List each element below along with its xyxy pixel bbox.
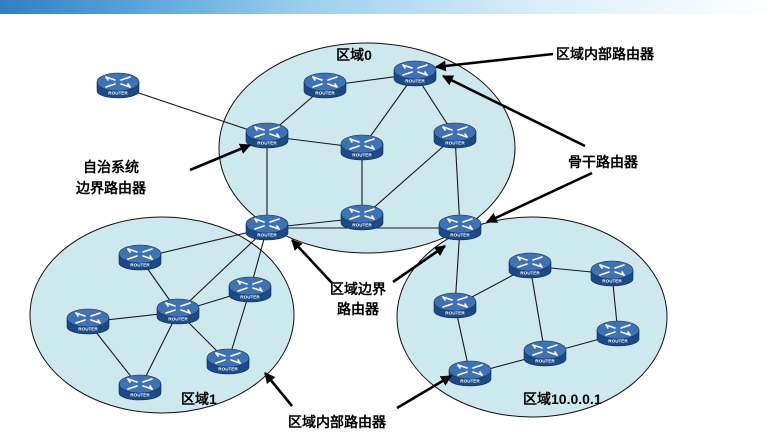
label-pointers [189,52,593,410]
router-a0a: ROUTER [303,72,347,99]
router-icon [402,64,428,76]
arrow-backbone-to-abr [486,171,593,224]
link-abrL-a1b [177,227,268,313]
router-a1a: ROUTER [118,244,162,271]
router-a10d: ROUTER [596,320,640,347]
asbr-label-line1: 自治系统 [83,159,139,175]
router-caption: ROUTER [450,233,470,238]
arrow-to-asbr [189,143,252,172]
area-0-label: 区域0 [336,47,372,63]
router-icon [254,218,280,230]
router-a10e: ROUTER [523,340,567,367]
internal-router-label-bottom: 区域内部路由器 [288,414,387,430]
text-labels: 区域0 区域1 区域10.0.0.1 区域内部路由器 骨干路由器 自治系统 边界… [75,46,655,430]
router-icon [605,324,631,336]
router-caption: ROUTER [445,141,465,146]
router-icon [457,364,483,376]
router-icon [442,296,468,308]
router-caption: ROUTER [257,233,277,238]
router-a1f: ROUTER [118,374,162,401]
link-a10a-a10e [529,265,546,355]
router-a1e: ROUTER [206,348,250,375]
router-caption: ROUTER [257,141,277,146]
router-icon [312,76,338,88]
router-caption: ROUTER [168,317,188,322]
abr-label-line2: 路由器 [337,301,380,317]
asbr-label-line2: 边界路由器 [75,180,147,196]
router-a1b: ROUTER [156,298,200,325]
header-gradient-bar [0,0,783,14]
router-a0e: ROUTER [433,122,477,149]
router-abrL: ROUTER [245,214,289,241]
link-a0e-a0f [361,135,456,219]
area-10-ellipse [396,216,668,418]
router-icon [349,138,375,150]
router-icon [442,126,468,138]
router-a1d: ROUTER [66,308,110,335]
backbone-router-label: 骨干路由器 [568,154,639,170]
router-icon [349,208,375,220]
routers: ROUTER ROUTER ROUTER ROUTER ROUTER ROUTER ROUT… [66,60,640,401]
router-caption: ROUTER [608,339,628,344]
router-caption: ROUTER [535,359,555,364]
router-icon [599,264,625,276]
router-a0c: ROUTER [245,122,289,149]
router-caption: ROUTER [445,311,465,316]
router-caption: ROUTER [352,223,372,228]
router-icon [447,218,473,230]
router-icon [105,76,131,88]
link-a0e-abrR [454,135,461,229]
router-icon [532,344,558,356]
arrow-to-internal-router-area10 [396,374,452,410]
router-caption: ROUTER [130,263,150,268]
router-icon [75,312,101,324]
router-caption: ROUTER [78,327,98,332]
router-caption: ROUTER [352,153,372,158]
arrow-to-internal-router-area1 [263,372,294,407]
router-icon [127,378,153,390]
router-a10a: ROUTER [508,252,552,279]
router-icon [237,280,263,292]
router-a0d: ROUTER [340,134,384,161]
router-caption: ROUTER [240,295,260,300]
abr-label-line1: 区域边界 [330,281,387,297]
link-ext-a0c [117,85,268,137]
router-a0f: ROUTER [340,204,384,231]
arrow-abr-to-area1 [291,239,333,284]
router-caption: ROUTER [520,271,540,276]
arrow-backbone-to-area0-router [442,74,586,148]
router-a10f: ROUTER [448,360,492,387]
router-a10b: ROUTER [590,260,634,287]
router-icon [165,302,191,314]
router-icon [517,256,543,268]
router-a0b: ROUTER [393,60,437,87]
router-a10c: ROUTER [433,292,477,319]
area-ellipses [29,42,668,418]
router-abrR: ROUTER [438,214,482,241]
arrow-to-internal-router-top [434,52,554,72]
router-a1c: ROUTER [228,276,272,303]
area-10-label: 区域10.0.0.1 [523,391,602,407]
router-icon [127,248,153,260]
internal-router-label-top: 区域内部路由器 [556,46,655,62]
router-icon [215,352,241,364]
router-ext: ROUTER [96,72,140,99]
router-caption: ROUTER [108,91,128,96]
arrow-abr-to-area10 [392,244,446,284]
router-icon [254,126,280,138]
area-1-label: 区域1 [181,391,217,407]
router-caption: ROUTER [602,279,622,284]
router-caption: ROUTER [405,79,425,84]
router-caption: ROUTER [315,91,335,96]
router-caption: ROUTER [460,379,480,384]
router-caption: ROUTER [218,367,238,372]
router-caption: ROUTER [130,393,150,398]
